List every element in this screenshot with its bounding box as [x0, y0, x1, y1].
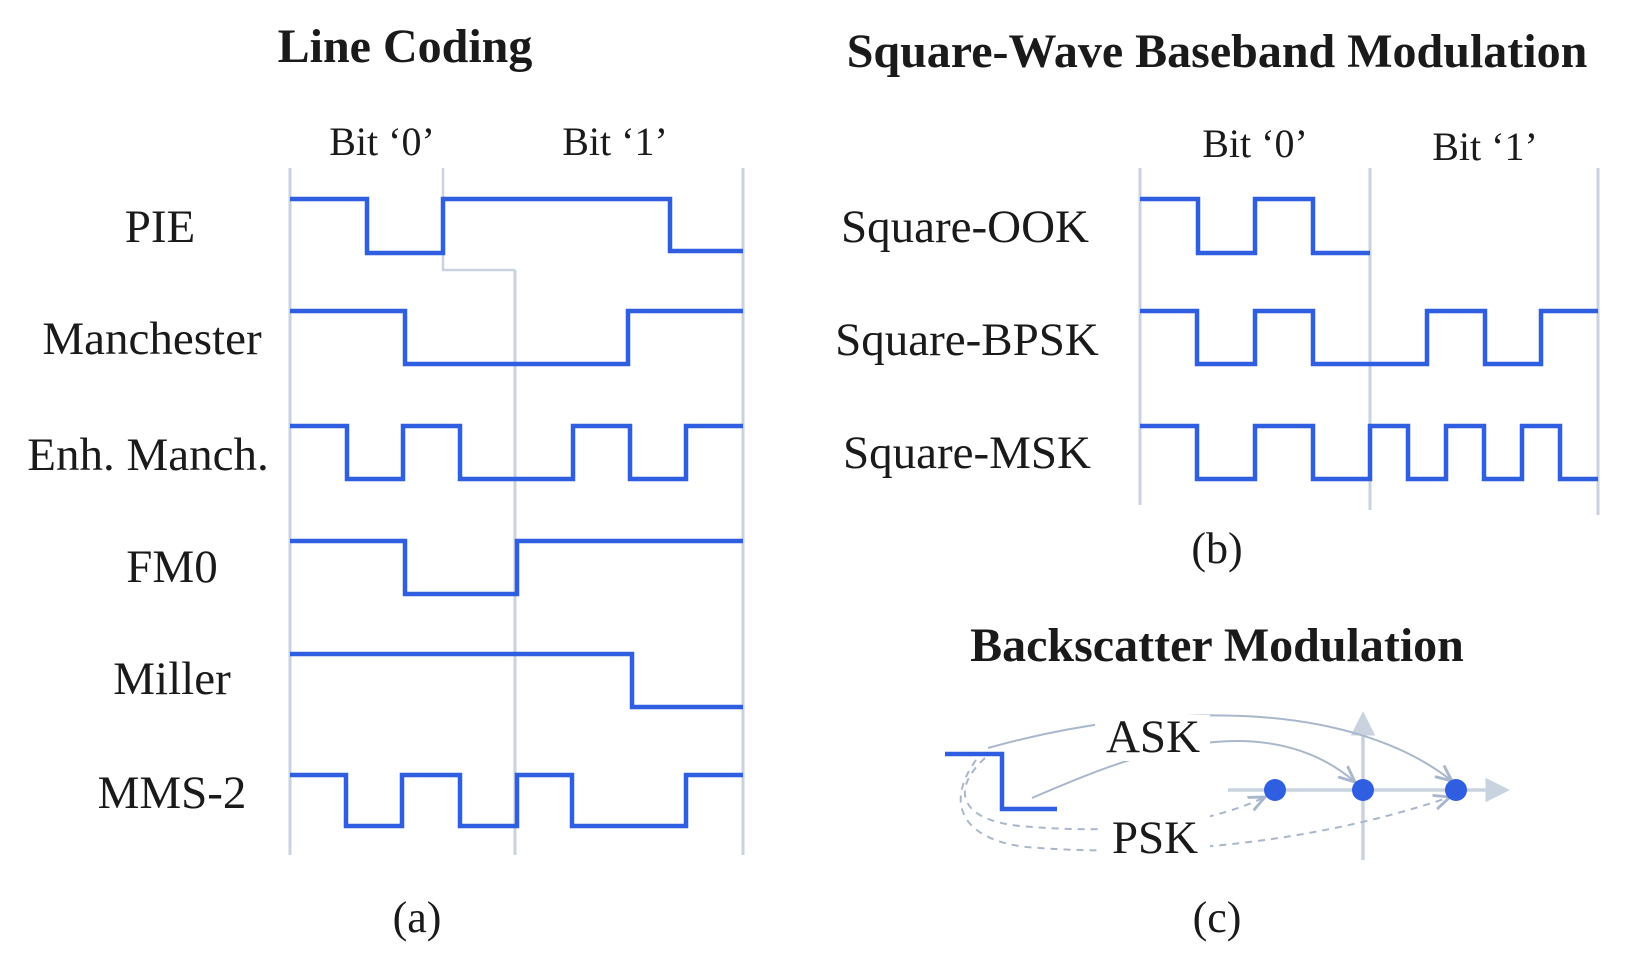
panel-a-title: Line Coding [278, 20, 533, 73]
panel-c-title: Backscatter Modulation [970, 619, 1464, 672]
ask-arrow-outer [987, 714, 1452, 781]
waveform-square-ook [1140, 196, 1370, 256]
constellation-point-right [1445, 779, 1467, 801]
panel-a-line-coding: Line Coding Bit ‘0’ Bit ‘1’ PIE Manchest… [27, 20, 745, 942]
panel-a-bit1-label: Bit ‘1’ [562, 119, 668, 164]
psk-label: PSK [1112, 812, 1198, 864]
panel-b-bit1-label: Bit ‘1’ [1432, 124, 1538, 169]
waveform-pie [290, 196, 743, 256]
panel-a-caption: (a) [393, 893, 442, 942]
waveform-miller [290, 651, 743, 710]
row-label-mms2: MMS-2 [98, 767, 247, 819]
row-label-square-msk: Square-MSK [843, 427, 1091, 479]
ask-label: ASK [1106, 711, 1200, 763]
waveform-square-msk [1140, 423, 1598, 482]
ask-label-bg [1095, 715, 1210, 761]
row-label-manchester: Manchester [42, 313, 262, 365]
row-label-square-ook: Square-OOK [841, 201, 1089, 253]
panel-a-gridlines [288, 168, 745, 855]
waveform-enh-manch [290, 423, 743, 482]
psk-arrow-outer [959, 759, 1450, 852]
waveform-mms2 [290, 772, 743, 829]
panel-c-caption: (c) [1193, 893, 1242, 942]
psk-label-bg [1100, 815, 1210, 861]
waveform-square-bpsk [1140, 308, 1598, 367]
row-label-fm0: FM0 [126, 541, 217, 593]
backscatter-step-signal [945, 751, 1057, 812]
waveform-manchester [290, 308, 743, 367]
panel-b-square-wave: Square-Wave Baseband Modulation Bit ‘0’ … [835, 25, 1600, 573]
constellation-point-center [1352, 779, 1374, 801]
waveform-fm0 [290, 538, 743, 597]
row-label-miller: Miller [113, 653, 231, 705]
constellation-point-left [1264, 779, 1286, 801]
panel-a-bit0-label: Bit ‘0’ [329, 119, 435, 164]
panel-b-title: Square-Wave Baseband Modulation [847, 25, 1588, 78]
panel-b-caption: (b) [1191, 524, 1242, 573]
row-label-pie: PIE [125, 201, 196, 253]
panel-b-bit0-label: Bit ‘0’ [1202, 121, 1308, 166]
row-label-square-bpsk: Square-BPSK [835, 314, 1099, 366]
panel-c-backscatter: Backscatter Modulation ASK PSK (c) [945, 619, 1510, 942]
row-label-enh-manch: Enh. Manch. [27, 429, 268, 481]
